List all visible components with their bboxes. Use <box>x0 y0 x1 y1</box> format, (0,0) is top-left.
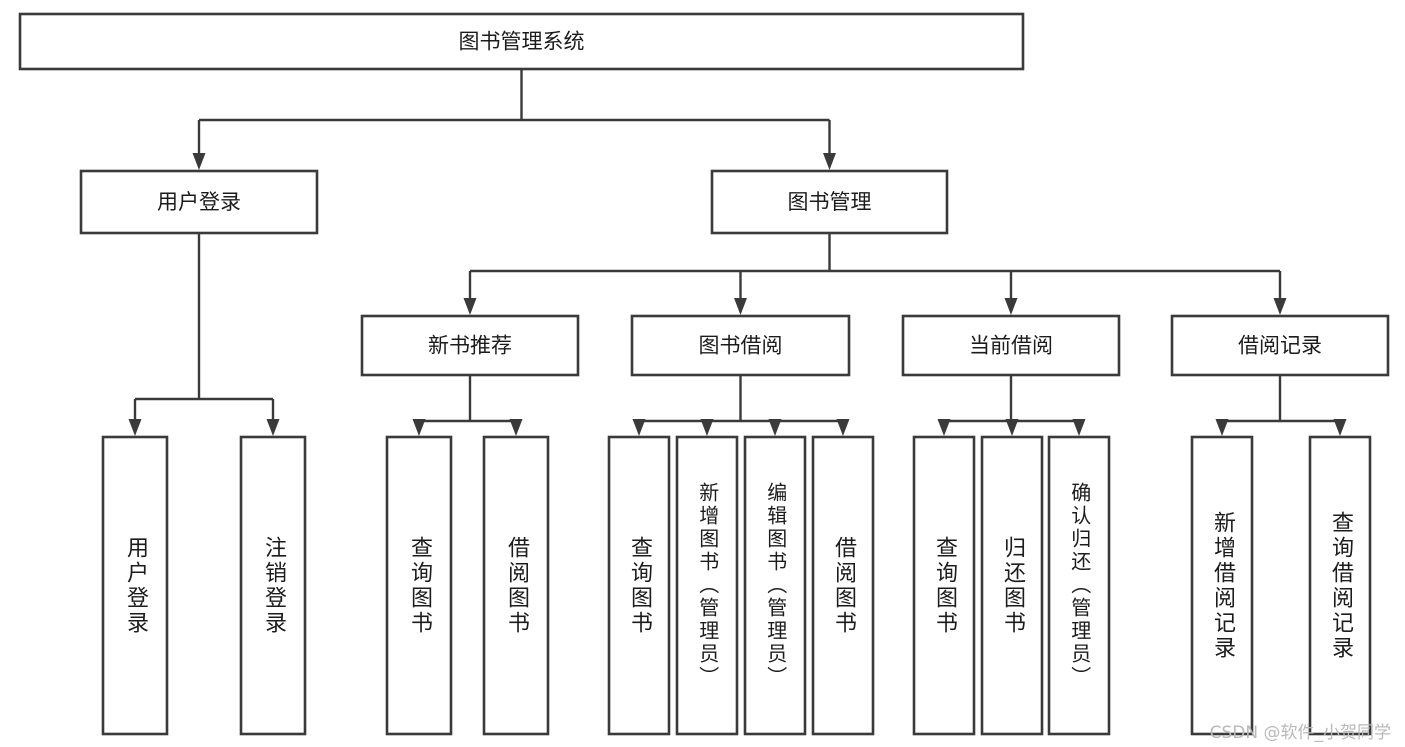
arrow-head-icon <box>1072 419 1086 436</box>
arrow-head-icon <box>836 419 850 436</box>
node-leaf-query-book-current[interactable] <box>912 435 976 736</box>
node-user-login[interactable]: 用户登录 <box>79 169 319 235</box>
arrow-head-icon <box>1333 419 1347 436</box>
connectors-layer <box>128 69 1347 436</box>
node-root-system[interactable]: 图书管理系统 <box>18 12 1025 71</box>
node-leaf-query-borrow-record-box[interactable] <box>1308 435 1372 736</box>
node-root-system-box[interactable] <box>18 12 1025 71</box>
node-borrow-record[interactable]: 借阅记录 <box>1170 314 1390 377</box>
arrow-head-icon <box>128 419 142 436</box>
node-leaf-query-borrow-record[interactable] <box>1308 435 1372 736</box>
node-leaf-query-book-borrow[interactable] <box>607 435 671 736</box>
arrow-head-icon <box>463 298 477 315</box>
node-leaf-logout-login[interactable] <box>239 435 307 736</box>
node-leaf-return-book[interactable] <box>980 435 1044 736</box>
arrow-head-icon <box>632 419 646 436</box>
node-borrow-record-box[interactable] <box>1170 314 1390 377</box>
node-book-manage-label: 图书管理 <box>788 190 872 214</box>
node-leaf-query-book-borrow-box[interactable] <box>607 435 671 736</box>
arrow-head-icon <box>700 419 714 436</box>
node-new-book-recommend-label: 新书推荐 <box>428 334 512 358</box>
node-current-borrow-label: 当前借阅 <box>969 334 1053 358</box>
arrow-head-icon <box>1273 298 1287 315</box>
arrow-head-icon <box>412 419 426 436</box>
node-leaf-confirm-return-admin-box[interactable] <box>1047 435 1111 736</box>
node-book-borrow-label: 图书借阅 <box>699 334 783 358</box>
node-current-borrow[interactable]: 当前借阅 <box>901 314 1121 377</box>
node-leaf-add-book-admin-box[interactable] <box>675 435 739 736</box>
node-current-borrow-box[interactable] <box>901 314 1121 377</box>
arrow-head-icon <box>823 153 836 170</box>
node-leaf-add-borrow-record[interactable] <box>1190 435 1254 736</box>
node-new-book-recommend-box[interactable] <box>360 314 580 377</box>
node-leaf-borrow-book[interactable] <box>811 435 875 736</box>
node-leaf-query-book-recommend[interactable] <box>385 435 453 736</box>
node-leaf-edit-book-admin[interactable] <box>743 435 807 736</box>
node-leaf-edit-book-admin-box[interactable] <box>743 435 807 736</box>
node-new-book-recommend[interactable]: 新书推荐 <box>360 314 580 377</box>
node-book-manage[interactable]: 图书管理 <box>710 169 949 235</box>
node-leaf-add-borrow-record-box[interactable] <box>1190 435 1254 736</box>
node-leaf-confirm-return-admin[interactable] <box>1047 435 1111 736</box>
node-leaf-user-login[interactable] <box>101 435 169 736</box>
node-leaf-borrow-book-recommend[interactable] <box>482 435 550 736</box>
arrow-head-icon <box>509 419 523 436</box>
node-leaf-user-login-box[interactable] <box>101 435 169 736</box>
node-user-login-box[interactable] <box>79 169 319 235</box>
node-book-borrow-box[interactable] <box>630 314 851 377</box>
node-leaf-query-book-current-box[interactable] <box>912 435 976 736</box>
watermark-text: CSDN @软件_小贺同学 <box>1209 723 1391 743</box>
arrow-head-icon <box>266 419 280 436</box>
arrow-head-icon <box>1005 419 1019 436</box>
node-leaf-add-book-admin[interactable] <box>675 435 739 736</box>
node-leaf-borrow-book-recommend-box[interactable] <box>482 435 550 736</box>
node-root-system-label: 图书管理系统 <box>459 30 585 54</box>
node-borrow-record-label: 借阅记录 <box>1238 334 1322 358</box>
node-user-login-label: 用户登录 <box>157 190 241 214</box>
node-book-manage-box[interactable] <box>710 169 949 235</box>
node-leaf-return-book-box[interactable] <box>980 435 1044 736</box>
node-leaf-query-book-recommend-box[interactable] <box>385 435 453 736</box>
arrow-head-icon <box>1215 419 1229 436</box>
arrow-head-icon <box>768 419 782 436</box>
node-book-borrow[interactable]: 图书借阅 <box>630 314 851 377</box>
arrow-head-icon <box>937 419 951 436</box>
arrow-head-icon <box>1004 298 1018 315</box>
node-leaf-borrow-book-box[interactable] <box>811 435 875 736</box>
arrow-head-icon <box>734 298 747 315</box>
node-leaf-logout-login-box[interactable] <box>239 435 307 736</box>
arrow-head-icon <box>192 153 206 170</box>
